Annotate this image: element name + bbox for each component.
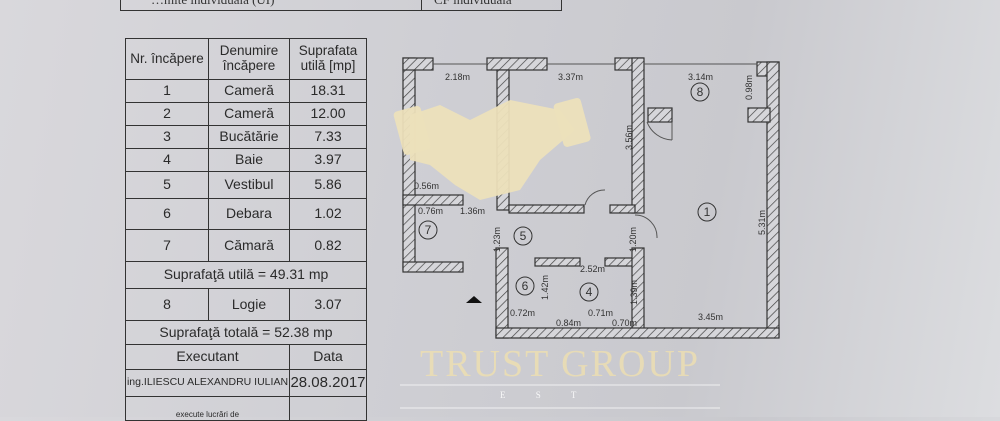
cell-nr: 8 — [125, 288, 209, 321]
dim-label: 0.70m — [612, 318, 637, 328]
cell-name: Cameră — [208, 102, 290, 126]
dim-label: 0.71m — [588, 308, 613, 318]
dim-label: 1.42m — [540, 275, 550, 300]
dim-label: 3.56m — [624, 125, 634, 150]
executant-name: ing.ILIESCU ALEXANDRU IULIAN — [125, 369, 290, 397]
cell-name: Bucătărie — [208, 125, 290, 149]
watermark-sub: E S T — [500, 390, 591, 400]
dim-label: 5.31m — [757, 210, 767, 235]
dim-label: 3.45m — [698, 312, 723, 322]
dim-label: 2.52m — [580, 264, 605, 274]
dim-label: 3.37m — [558, 72, 583, 82]
executant-label: Executant — [125, 344, 290, 370]
north-arrow-icon — [466, 296, 482, 303]
dim-label: 1.20m — [628, 227, 638, 252]
watermark-brand: TRUST GROUP — [420, 343, 700, 385]
cell-area: 3.07 — [289, 288, 367, 321]
stamp-text: execute lucrări de — [175, 410, 240, 420]
dim-label: 0.98m — [744, 75, 754, 100]
handshake-logo-icon — [393, 98, 591, 200]
cell-area: 3.97 — [289, 148, 367, 172]
table-header: Nr. încăpere Denumire încăpere Suprafata… — [125, 38, 367, 80]
room-label: 1 — [704, 205, 711, 219]
header-nr: Nr. încăpere — [125, 38, 209, 80]
dim-label: 0.56m — [414, 181, 439, 191]
cell-area: 5.86 — [289, 171, 367, 199]
room-label: 6 — [522, 279, 529, 293]
cell-nr: 1 — [125, 79, 209, 103]
dim-label: 3.14m — [688, 72, 713, 82]
dim-label: 0.76m — [418, 206, 443, 216]
dim-label: 1.39m — [629, 280, 639, 305]
room-label: 5 — [520, 229, 527, 243]
room-table: Nr. încăpere Denumire încăpere Suprafata… — [125, 38, 367, 421]
top-table-fragment: …mite individuală (UI) CF individuală — [120, 0, 562, 11]
dim-label: 0.72m — [510, 308, 535, 318]
cell-name: Cămară — [208, 229, 290, 262]
room-label: 8 — [697, 85, 704, 99]
grand-total: Suprafaţă totală = 52.38 mp — [125, 320, 367, 345]
cell-name: Baie — [208, 148, 290, 172]
dim-label: 0.84m — [556, 318, 581, 328]
top-cell-left: …mite individuală (UI) — [151, 0, 274, 8]
header-name: Denumire încăpere — [208, 38, 290, 80]
dim-label: 2.18m — [445, 72, 470, 82]
dim-label: 1.36m — [460, 206, 485, 216]
cell-nr: 6 — [125, 198, 209, 230]
room-label: 7 — [425, 223, 432, 237]
cell-area: 1.02 — [289, 198, 367, 230]
walls — [402, 57, 780, 339]
top-cell-right: CF individuală — [421, 0, 554, 10]
cell-area: 18.31 — [289, 79, 367, 103]
cell-nr: 7 — [125, 229, 209, 262]
dim-label: 1.23m — [492, 227, 502, 252]
room-label: 4 — [586, 285, 593, 299]
cell-nr: 4 — [125, 148, 209, 172]
cell-area: 12.00 — [289, 102, 367, 126]
